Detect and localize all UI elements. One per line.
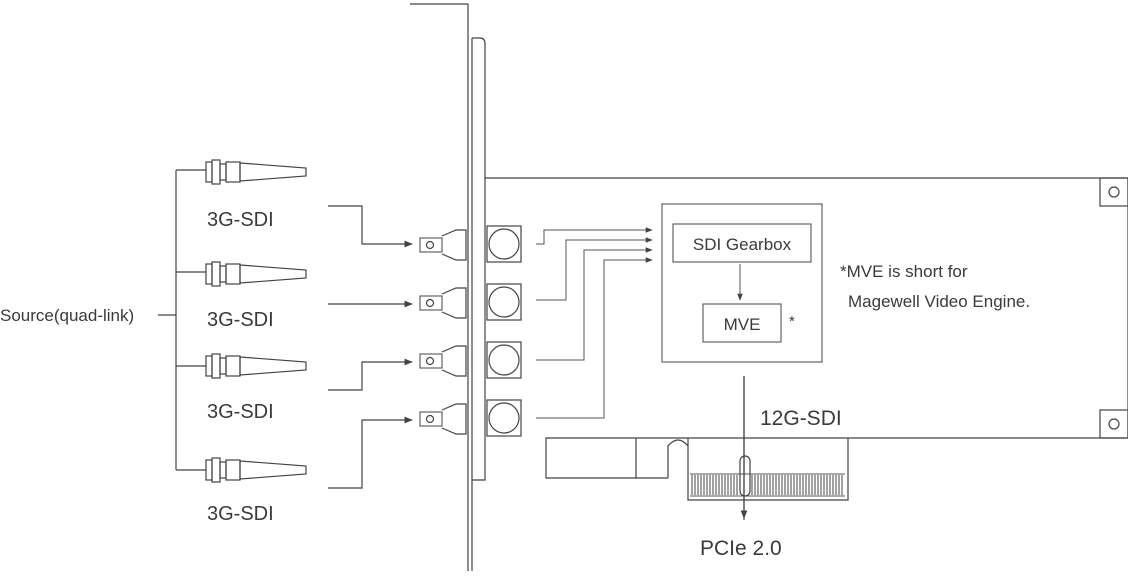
internal-connector-1 xyxy=(486,225,522,263)
internal-connector-3 xyxy=(486,341,522,379)
output-arrow-slot xyxy=(739,455,751,497)
card-notch xyxy=(667,439,689,478)
mve-label: MVE xyxy=(724,315,761,334)
input-label-2: 3G-SDI xyxy=(207,309,274,331)
source-label: Source(quad-link) xyxy=(0,306,134,325)
internal-connector-4 xyxy=(486,399,522,437)
mve-marker: * xyxy=(789,313,795,330)
sdi-gearbox-label: SDI Gearbox xyxy=(693,235,792,254)
source-bracket xyxy=(158,169,206,471)
input-routing-arrows xyxy=(328,205,413,489)
engine-routing-arrows xyxy=(536,227,653,419)
internal-connector-2 xyxy=(486,283,522,321)
cable-plug-1 xyxy=(205,159,307,185)
input-label-3: 3G-SDI xyxy=(207,401,274,423)
mve-box xyxy=(702,303,782,343)
input-label-1: 3G-SDI xyxy=(207,209,274,231)
input-label-4: 3G-SDI xyxy=(207,503,274,525)
cable-plug-3 xyxy=(205,353,307,379)
output-label: 12G-SDI xyxy=(760,407,842,430)
sdi-gearbox-box xyxy=(672,223,812,263)
cable-plug-2 xyxy=(205,261,307,287)
card-outline xyxy=(485,177,1128,501)
mounting-hole-top xyxy=(1099,177,1128,207)
bnc-connector-2 xyxy=(419,287,467,319)
note-line-1: *MVE is short for xyxy=(840,262,968,281)
cable-plug-4 xyxy=(205,457,307,483)
note-line-2: Magewell Video Engine. xyxy=(848,292,1030,311)
bus-label: PCIe 2.0 xyxy=(700,537,782,560)
pcie-edge-connector xyxy=(690,473,845,497)
bnc-connector-1 xyxy=(419,229,467,261)
bnc-connector-4 xyxy=(419,403,467,435)
card-bracket xyxy=(410,3,486,571)
mounting-hole-bottom xyxy=(1099,409,1128,439)
bnc-connector-3 xyxy=(419,345,467,377)
